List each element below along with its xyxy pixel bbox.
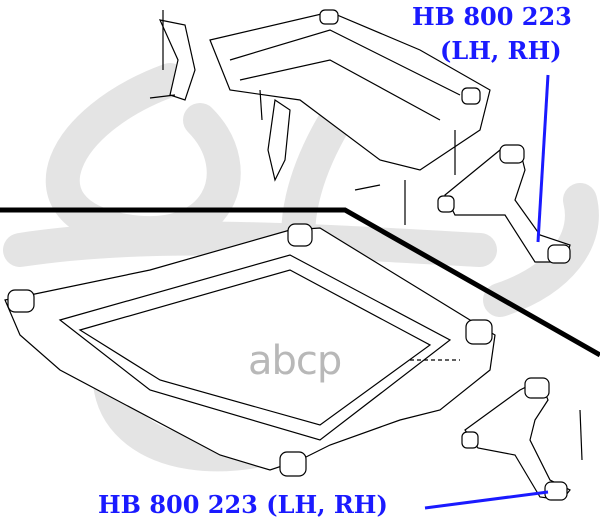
bottom-leader-line: [424, 490, 549, 510]
top-side-label: (LH, RH): [440, 36, 562, 65]
bottom-subframe: [4, 223, 496, 477]
watermark-text: abcp: [248, 338, 342, 384]
top-leader-line: [536, 74, 550, 243]
top-subframe: [149, 9, 491, 182]
bottom-control-arm: [461, 377, 583, 501]
top-part-number-label: HB 800 223: [412, 2, 572, 31]
bottom-part-label: HB 800 223 (LH, RH): [98, 490, 388, 519]
divider-line: [0, 207, 600, 358]
